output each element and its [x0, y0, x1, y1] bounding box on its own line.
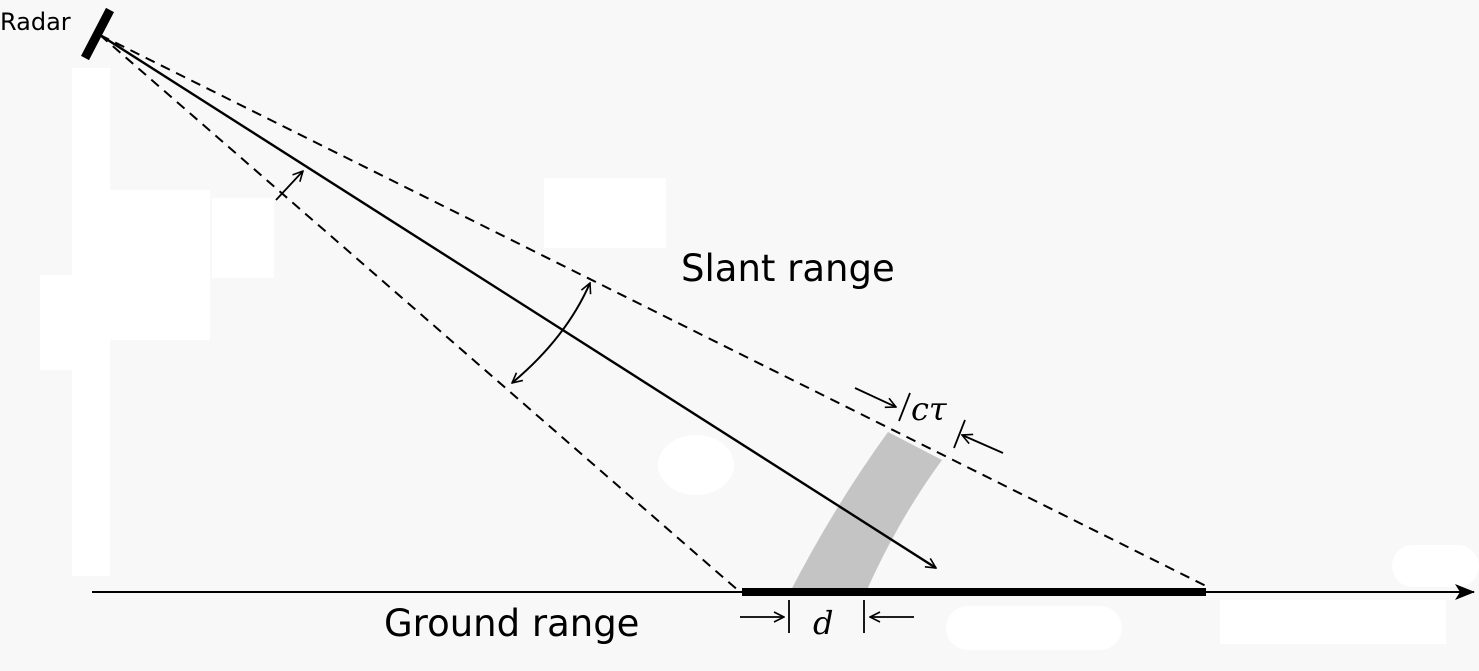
pulse-band	[790, 432, 942, 592]
radar-antenna	[81, 7, 114, 61]
incidence-arrow	[275, 171, 303, 201]
pulse-length-tick-left	[898, 392, 911, 422]
ground-range-label: Ground range	[384, 602, 639, 645]
beam-width-arrow	[512, 283, 590, 383]
beam-far-edge	[99, 34, 1207, 587]
background-blotches	[40, 68, 1479, 650]
pulse-length-label: cτ	[911, 390, 948, 428]
slant-range-label: Slant range	[681, 247, 895, 290]
pulse-length-arrow-left	[854, 387, 896, 407]
radar-label: Radar	[0, 8, 71, 36]
pulse-length-arrow-right	[962, 435, 1004, 454]
beam-near-edge	[99, 34, 741, 593]
pulse-length-tick-right	[953, 419, 966, 449]
ground-resolution-label: d	[813, 604, 833, 642]
slant-range-line	[99, 33, 936, 570]
